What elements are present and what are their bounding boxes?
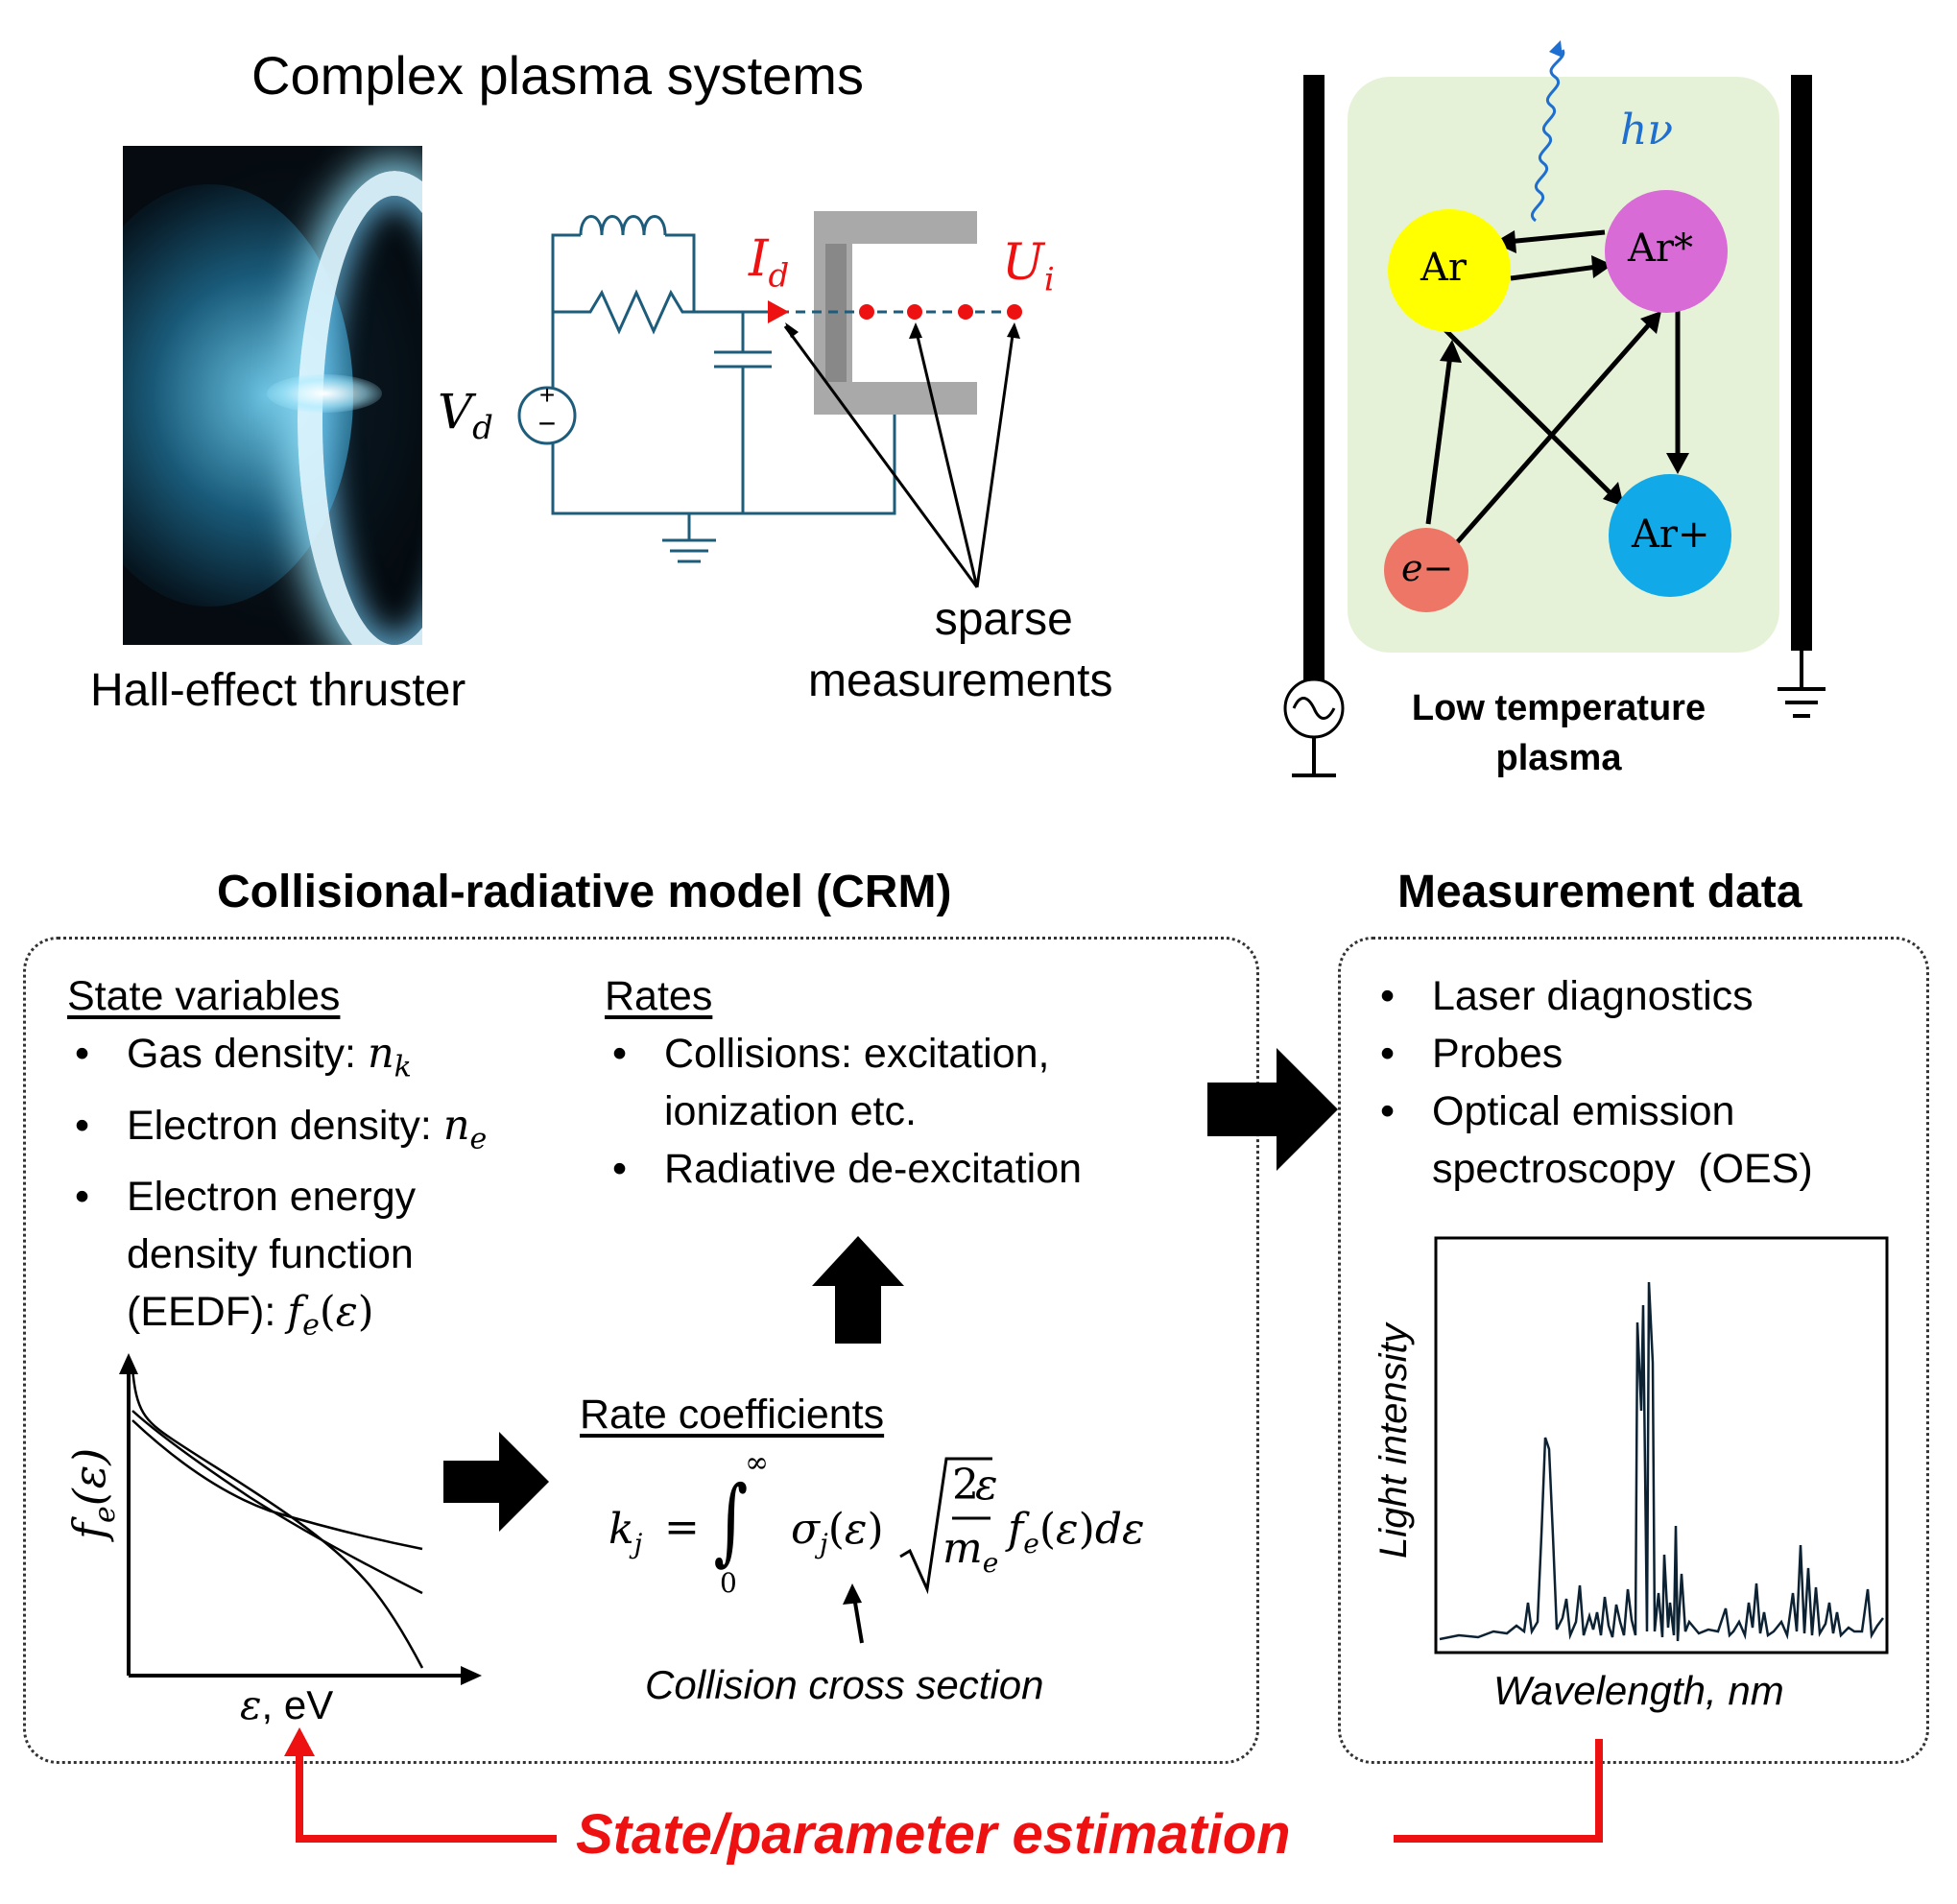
state-variables-block: State variables Gas density: nk Electron… xyxy=(67,967,487,1355)
arrow-eedf-to-rates xyxy=(443,1432,549,1532)
rate-collisions: Collisions: excitation,ionization etc. xyxy=(605,1025,1082,1140)
state-variable-electron-density: Electron density: ne xyxy=(67,1097,487,1169)
cross-section-caption: Collision cross section xyxy=(645,1662,1044,1707)
crm-heading: Collisional-radiative model (CRM) xyxy=(217,867,952,917)
argon-excited-label: Ar* xyxy=(1628,226,1694,271)
hall-thruster-photo xyxy=(123,146,422,645)
measurement-probes: Probes xyxy=(1372,1025,1813,1083)
argon-node xyxy=(1388,209,1511,332)
oes-spectrum-plot xyxy=(1434,1236,1889,1654)
rates-title: Rates xyxy=(605,973,713,1019)
eedf-plot xyxy=(119,1353,482,1685)
crm-arrows xyxy=(443,1048,1338,1644)
plasma-caption: Low temperature plasma xyxy=(1411,688,1706,778)
crm-panel xyxy=(23,937,1259,1764)
current-label: Id xyxy=(749,230,790,296)
ion-velocity-label: Ui xyxy=(1002,234,1055,299)
voltage-label: Vd xyxy=(438,384,493,447)
measurement-heading: Measurement data xyxy=(1397,867,1802,917)
arrow-crm-to-measurement xyxy=(1207,1048,1338,1171)
rate-radiative: Radiative de-excitation xyxy=(605,1140,1082,1198)
arrow-up-to-rates xyxy=(812,1236,904,1344)
measurement-laser: Laser diagnostics xyxy=(1372,967,1813,1025)
sparse-label: sparse measurements xyxy=(808,594,1113,706)
low-temperature-plasma-diagram xyxy=(1283,40,1826,777)
thruster-caption: Hall-effect thruster xyxy=(90,665,466,716)
state-variables-title: State variables xyxy=(67,973,341,1019)
electron-label: e− xyxy=(1401,547,1454,589)
argon-ion-node xyxy=(1609,474,1731,597)
state-variable-gas-density: Gas density: nk xyxy=(67,1025,487,1097)
section-title-complex-plasma: Complex plasma systems xyxy=(251,45,864,106)
photon-label: hν xyxy=(1620,106,1674,155)
svg-text:+: + xyxy=(539,380,555,410)
state-parameter-estimation-label: State/parameter estimation xyxy=(576,1803,1291,1866)
rates-block: Rates Collisions: excitation,ionization … xyxy=(605,967,1082,1198)
eedf-xlabel: ε, eV xyxy=(240,1681,334,1728)
argon-excited-node xyxy=(1605,190,1728,313)
thruster-circuit: + − xyxy=(517,211,1022,588)
spectrum-xlabel: Wavelength, nm xyxy=(1493,1668,1784,1713)
electron-node xyxy=(1384,528,1468,612)
measurement-list: Laser diagnostics Probes Optical emissio… xyxy=(1372,967,1813,1198)
voltage-source-icon xyxy=(517,386,577,445)
rate-coefficients-title: Rate coefficients xyxy=(580,1392,885,1438)
measurement-panel xyxy=(1338,937,1929,1764)
svg-text:−: − xyxy=(538,406,557,440)
argon-label: Ar xyxy=(1420,246,1468,290)
argon-ion-label: Ar+ xyxy=(1632,512,1710,557)
